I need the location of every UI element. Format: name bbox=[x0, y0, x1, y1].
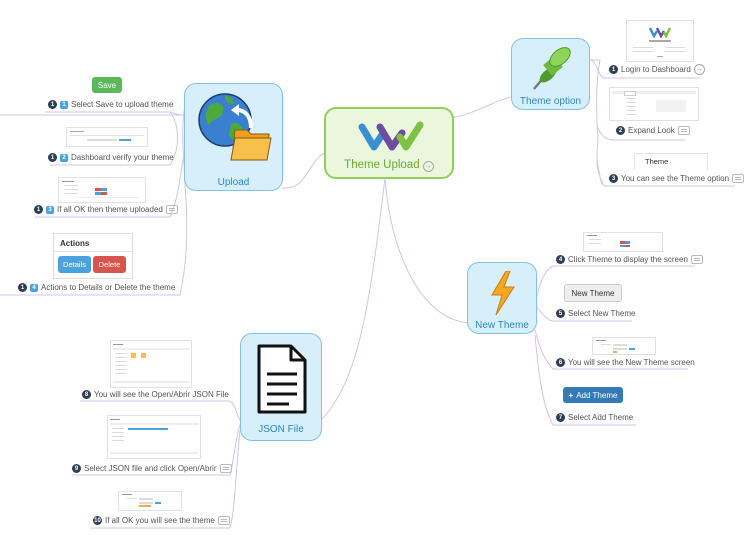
step-badge: 1 bbox=[48, 153, 57, 162]
step-badge: 1 bbox=[34, 205, 43, 214]
plus-icon: + bbox=[568, 390, 574, 400]
save-button-label: Save bbox=[97, 80, 117, 90]
step-badge: 1 bbox=[609, 65, 618, 74]
substep-badge: 4 bbox=[30, 283, 38, 292]
step-badge: 8 bbox=[82, 390, 91, 399]
pushpin-icon bbox=[533, 47, 571, 90]
document-icon bbox=[257, 344, 307, 414]
topic-theme-option[interactable]: Theme option bbox=[511, 38, 590, 110]
topic-upload[interactable]: Upload bbox=[184, 83, 283, 191]
leaf-select-json[interactable]: 9 Select JSON file and click Open/Abrir bbox=[72, 464, 232, 473]
leaf-dashboard-verify[interactable]: 1 2 Dashboard verify your theme bbox=[48, 153, 174, 162]
substep-badge: 1 bbox=[60, 100, 68, 109]
topic-upload-label: Upload bbox=[217, 177, 250, 188]
step-badge: 6 bbox=[556, 358, 565, 367]
note-icon[interactable] bbox=[732, 174, 745, 183]
leaf-all-ok-uploaded[interactable]: 1 3 If all OK then theme uploaded bbox=[34, 205, 178, 214]
leaf-select-save[interactable]: 1 1 Select Save to upload theme bbox=[48, 100, 173, 109]
central-topic-label: Theme Upload bbox=[344, 159, 420, 171]
topic-new-theme-label: New Theme bbox=[475, 320, 529, 331]
details-button-label: Details bbox=[63, 260, 86, 269]
leaf-see-theme-option[interactable]: 3 You can see the Theme option bbox=[609, 174, 745, 183]
step-badge: 5 bbox=[556, 309, 565, 318]
details-button-image: Details bbox=[58, 256, 91, 273]
leaf-login[interactable]: 1 Login to Dashboard → bbox=[609, 64, 705, 75]
central-topic[interactable]: Theme Upload → bbox=[324, 107, 454, 179]
uploaded-screenshot bbox=[58, 177, 146, 203]
leaf-select-new-theme[interactable]: 5 Select New Theme bbox=[556, 309, 635, 318]
leaf-actions[interactable]: 1 4 Actions to Details or Delete the the… bbox=[18, 283, 175, 292]
topic-new-theme[interactable]: New Theme bbox=[467, 262, 537, 334]
leaf-text: Select Save to upload theme bbox=[71, 100, 174, 109]
delete-button-image: Delete bbox=[93, 256, 126, 273]
theme-result-screenshot bbox=[118, 491, 182, 511]
step-badge: 7 bbox=[556, 413, 565, 422]
delete-button-label: Delete bbox=[98, 260, 121, 269]
actions-title: Actions bbox=[60, 239, 90, 248]
leaf-text: If all OK then theme uploaded bbox=[57, 205, 163, 214]
theme-menu-label: Theme bbox=[645, 157, 669, 166]
logo-w-icon bbox=[358, 121, 424, 151]
add-theme-button-label: Add Theme bbox=[576, 390, 618, 400]
new-theme-button-label: New Theme bbox=[571, 288, 615, 298]
leaf-click-theme[interactable]: 4 Click Theme to display the screen bbox=[556, 255, 703, 264]
step-badge: 1 bbox=[18, 283, 27, 292]
new-theme-button-image: New Theme bbox=[564, 284, 622, 302]
lightning-icon bbox=[491, 271, 515, 315]
note-icon[interactable] bbox=[217, 516, 230, 525]
leaf-new-theme-screen[interactable]: 6 You will see the New Theme screen bbox=[556, 358, 695, 367]
open-dialog-screenshot bbox=[110, 340, 192, 388]
leaf-open-abrir[interactable]: 8 You will see the Open/Abrir JSON File bbox=[82, 390, 229, 399]
note-icon[interactable] bbox=[165, 205, 178, 214]
actions-panel-image: Actions Details Delete bbox=[53, 233, 133, 279]
theme-menu-image: Theme bbox=[634, 153, 708, 170]
note-icon[interactable] bbox=[219, 464, 232, 473]
leaf-text: You will see the Open/Abrir JSON File bbox=[94, 390, 229, 399]
step-badge: 9 bbox=[72, 464, 81, 473]
leaf-text: Expand Look bbox=[628, 126, 675, 135]
arrow-right-icon[interactable]: → bbox=[693, 64, 705, 75]
dashboard-screenshot bbox=[66, 127, 148, 147]
step-badge: 1 bbox=[48, 100, 57, 109]
substep-badge: 3 bbox=[46, 205, 54, 214]
select-json-screenshot bbox=[107, 415, 201, 459]
expand-look-screenshot bbox=[609, 87, 699, 121]
leaf-expand-look[interactable]: 2 Expand Look bbox=[616, 126, 690, 135]
leaf-text: You will see the New Theme screen bbox=[568, 358, 695, 367]
leaf-text: Login to Dashboard bbox=[621, 65, 691, 74]
add-theme-button-image: +Add Theme bbox=[563, 387, 623, 403]
logo-w-icon bbox=[649, 27, 671, 38]
leaf-text: If all OK you will see the theme bbox=[105, 516, 215, 525]
leaf-text: Select JSON file and click Open/Abrir bbox=[84, 464, 217, 473]
step-badge: 4 bbox=[556, 255, 565, 264]
note-icon[interactable] bbox=[690, 255, 703, 264]
theme-list-screenshot bbox=[583, 232, 663, 252]
leaf-text: Actions to Details or Delete the theme bbox=[41, 283, 176, 292]
leaf-all-ok-theme[interactable]: 10 If all OK you will see the theme bbox=[93, 516, 230, 525]
leaf-text: Select Add Theme bbox=[568, 413, 634, 422]
globe-folder-icon bbox=[198, 93, 272, 161]
step-badge: 3 bbox=[609, 174, 618, 183]
new-theme-screenshot bbox=[592, 337, 656, 355]
leaf-select-add-theme[interactable]: 7 Select Add Theme bbox=[556, 413, 633, 422]
arrow-right-icon[interactable]: → bbox=[422, 161, 434, 172]
note-icon[interactable] bbox=[677, 126, 690, 135]
save-button-image: Save bbox=[92, 77, 122, 93]
leaf-text: You can see the Theme option bbox=[621, 174, 730, 183]
leaf-text: Dashboard verify your theme bbox=[71, 153, 174, 162]
substep-badge: 2 bbox=[60, 153, 68, 162]
leaf-text: Click Theme to display the screen bbox=[568, 255, 688, 264]
step-badge: 2 bbox=[616, 126, 625, 135]
leaf-text: Select New Theme bbox=[568, 309, 636, 318]
step-badge: 10 bbox=[93, 516, 102, 525]
topic-json-file-label: JSON File bbox=[258, 424, 304, 435]
topic-theme-option-label: Theme option bbox=[519, 96, 582, 107]
login-screenshot bbox=[626, 20, 694, 62]
topic-json-file[interactable]: JSON File bbox=[240, 333, 322, 441]
